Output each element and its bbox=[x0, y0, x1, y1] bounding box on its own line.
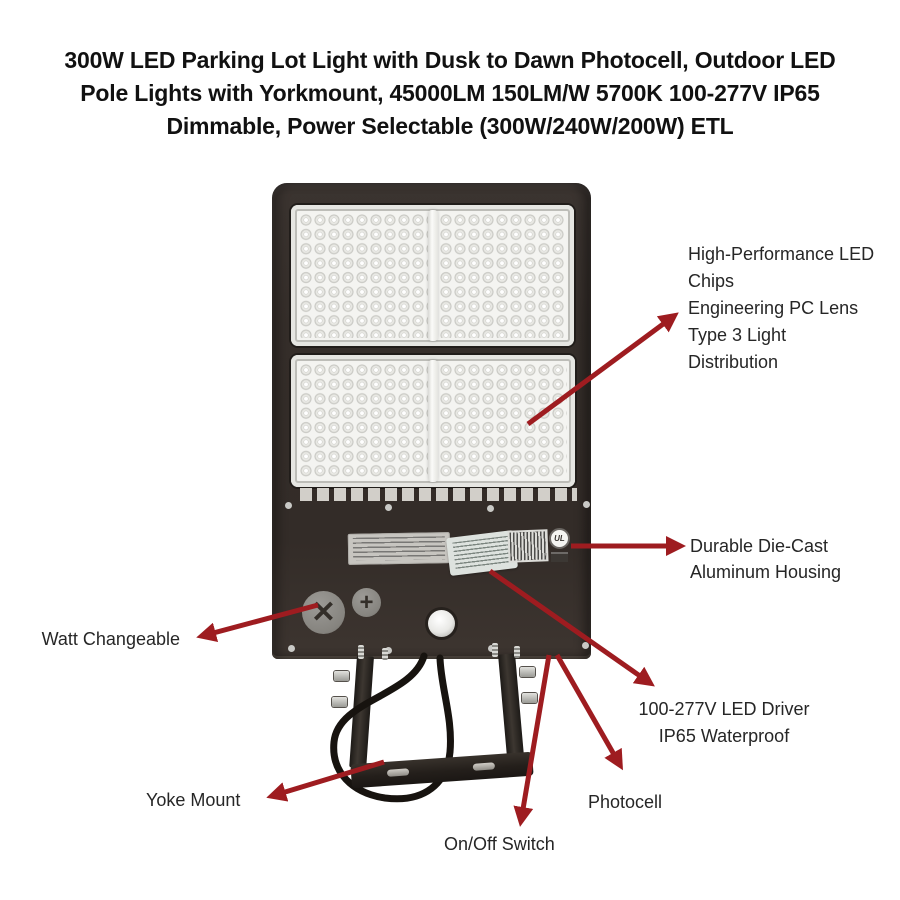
spec-label-ratings bbox=[445, 529, 519, 577]
callout-on-off-switch: On/Off Switch bbox=[444, 834, 555, 854]
led-panel-top bbox=[291, 205, 574, 346]
product-title: 300W LED Parking Lot Light with Dusk to … bbox=[64, 47, 836, 139]
yoke-stud bbox=[514, 646, 520, 658]
panel-divider bbox=[428, 360, 438, 482]
yoke-arm-left bbox=[349, 655, 374, 769]
ul-listed-mark: UL bbox=[549, 528, 570, 568]
ul-listed-block bbox=[551, 552, 568, 562]
callout-photocell: Photocell bbox=[588, 792, 663, 812]
spec-label-warnings bbox=[347, 532, 451, 565]
callout-yoke-mount: Yoke Mount bbox=[146, 790, 241, 810]
watt-select-screw-plus-icon: + bbox=[352, 588, 381, 617]
callout-watt-changeable: Watt Changeable bbox=[41, 629, 180, 649]
fixture-housing: UL ✕ + bbox=[272, 183, 591, 659]
ul-logo-icon: UL bbox=[549, 528, 570, 549]
yoke-slot bbox=[472, 762, 496, 771]
arrow-on-off-switch bbox=[513, 654, 552, 827]
yoke-bolt bbox=[520, 667, 535, 677]
barcode bbox=[509, 531, 547, 561]
housing-screws bbox=[285, 502, 292, 509]
heat-sink-fins bbox=[300, 488, 577, 501]
callout-led-driver: 100-277V LED Driver IP65 Waterproof bbox=[638, 699, 810, 746]
yoke-bolt bbox=[332, 697, 347, 707]
yoke-slot bbox=[386, 768, 410, 777]
yoke-stud bbox=[358, 645, 364, 659]
yoke-bolt bbox=[334, 671, 349, 681]
spec-label-sticker: UL bbox=[347, 528, 570, 577]
callout-led-chips: High-Performance LED Chips Engineering P… bbox=[688, 244, 875, 372]
yoke-bolt bbox=[522, 693, 537, 703]
yoke-stud bbox=[492, 643, 498, 657]
yoke-stud bbox=[382, 648, 388, 660]
callout-aluminum-housing: Durable Die-Cast Aluminum Housing bbox=[690, 536, 842, 582]
watt-select-screw-minus-icon: ✕ bbox=[302, 591, 345, 634]
arrow-photocell bbox=[554, 653, 623, 771]
photocell-port bbox=[428, 610, 455, 637]
panel-divider bbox=[427, 210, 438, 341]
yoke-mount-bar bbox=[350, 751, 534, 789]
led-panel-bottom bbox=[291, 355, 575, 487]
